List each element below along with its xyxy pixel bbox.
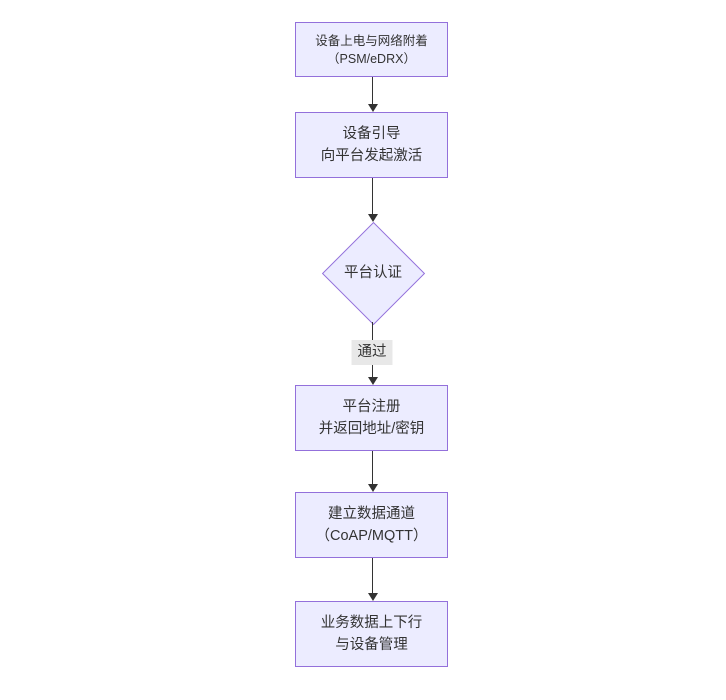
arrowhead-icon bbox=[368, 104, 378, 112]
node-bootstrap: 设备引导 向平台发起激活 bbox=[295, 112, 448, 178]
node-power-attach-line1: 设备上电与网络附着 bbox=[315, 33, 428, 48]
arrowhead-icon bbox=[368, 214, 378, 222]
arrowhead-icon bbox=[368, 593, 378, 601]
node-data-channel: 建立数据通道 （CoAP/MQTT） bbox=[295, 492, 448, 558]
edge-power-to-bootstrap bbox=[372, 77, 373, 104]
edge-register-to-channel bbox=[372, 451, 373, 484]
node-data-channel-line2: （CoAP/MQTT） bbox=[315, 528, 428, 544]
edge-label-pass: 通过 bbox=[351, 340, 393, 365]
node-power-attach-line2: （PSM/eDRX） bbox=[327, 51, 416, 66]
node-platform-register-line2: 并返回地址/密钥 bbox=[318, 421, 425, 437]
node-bootstrap-line1: 设备引导 bbox=[342, 126, 401, 142]
node-platform-auth-label: 平台认证 bbox=[344, 265, 402, 281]
node-business-data-line1: 业务数据上下行 bbox=[320, 615, 423, 631]
node-bootstrap-line2: 向平台发起激活 bbox=[320, 148, 423, 164]
node-platform-register-line1: 平台注册 bbox=[342, 399, 401, 415]
node-data-channel-line1: 建立数据通道 bbox=[328, 506, 415, 522]
node-business-data-line2: 与设备管理 bbox=[335, 637, 408, 653]
edge-bootstrap-to-auth bbox=[372, 178, 373, 214]
edge-channel-to-business bbox=[372, 558, 373, 593]
node-business-data: 业务数据上下行 与设备管理 bbox=[295, 601, 448, 667]
node-power-attach: 设备上电与网络附着 （PSM/eDRX） bbox=[295, 22, 448, 77]
arrowhead-icon bbox=[368, 377, 378, 385]
arrowhead-icon bbox=[368, 484, 378, 492]
node-platform-register: 平台注册 并返回地址/密钥 bbox=[295, 385, 448, 451]
